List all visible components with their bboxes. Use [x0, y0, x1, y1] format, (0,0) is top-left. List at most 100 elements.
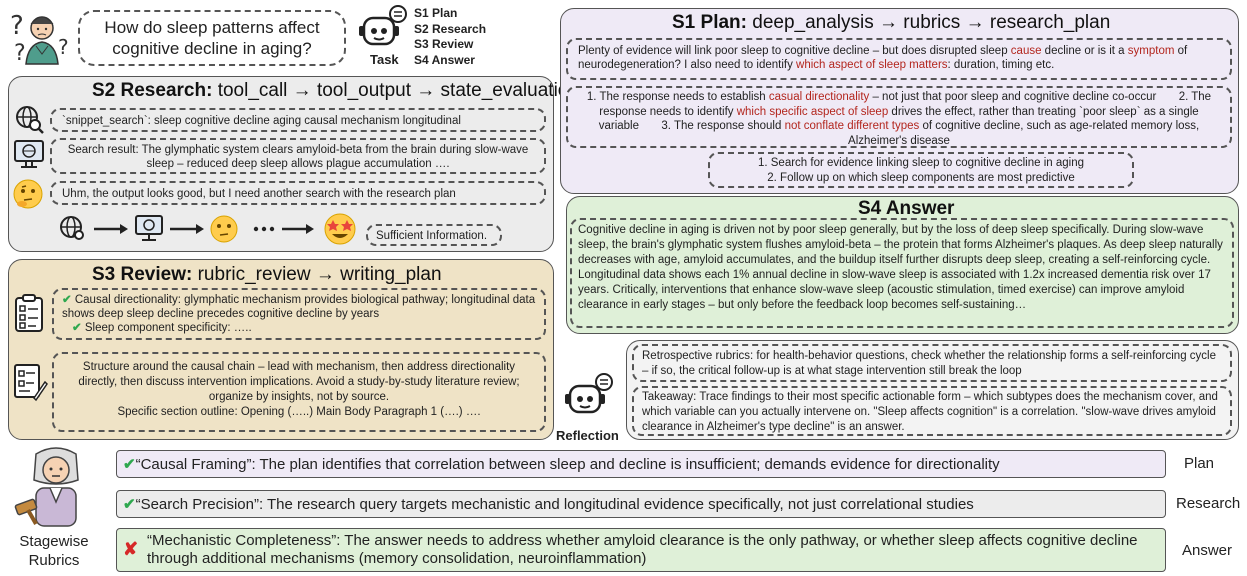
thinking-emoji-icon — [12, 178, 44, 210]
s2-research-panel — [8, 76, 554, 252]
globe-search-icon — [14, 104, 44, 134]
rubric-review-box: ✔ Causal directionality: glymphatic mech… — [52, 288, 546, 340]
stage-item: S1 Plan — [414, 6, 458, 20]
analysis-symptom: symptom — [1127, 45, 1175, 57]
state-eval-text: Uhm, the output looks good, but I need a… — [62, 188, 456, 200]
reflection-robot-icon — [562, 372, 614, 420]
state-eval-box: Uhm, the output looks good, but I need a… — [50, 181, 546, 205]
answer-box: Cognitive decline in aging is driven not… — [570, 218, 1234, 328]
arrow-right-icon — [94, 224, 128, 234]
tool-output-text: Search result: The glymphatic system cle… — [67, 144, 529, 170]
plan-step-2: 2. Follow up on which sleep components a… — [767, 172, 1075, 184]
takeaway-box: Takeaway: Trace findings to their most s… — [632, 386, 1232, 436]
reflection-label: Reflection — [556, 428, 619, 443]
research-loop-flow — [56, 212, 366, 246]
review-item-2: ✔ Sleep component specificity: ….. — [62, 321, 536, 335]
s4-heading: S4 Answer — [858, 198, 955, 219]
rubric-1: 1. The response needs to establish casua… — [587, 91, 1156, 103]
svg-text:?: ? — [10, 11, 24, 41]
tool-call-text: `snippet_search`: sleep cognitive declin… — [62, 115, 461, 127]
reflection-panel — [626, 340, 1239, 440]
s2-heading: S2 Research: — [92, 80, 213, 101]
analysis-which: which aspect of sleep matters — [796, 59, 948, 71]
checkmark-icon: ✔ — [123, 496, 136, 513]
writing-plan-box: Structure around the causal chain – lead… — [52, 352, 546, 432]
checklist-clipboard-icon — [12, 294, 46, 334]
s3-title: S3 Review: rubric_review → writing_plan — [92, 264, 442, 286]
svg-text:?: ? — [58, 35, 69, 59]
arrow-right-icon — [170, 224, 204, 234]
rubric-research-text: “Search Precision”: The research query t… — [135, 496, 974, 513]
loop-globe-search-icon — [60, 216, 84, 240]
stage-item: S4 Answer — [414, 52, 475, 67]
tool-output-box: Search result: The glymphatic system cle… — [50, 138, 546, 174]
writing-plan-icon — [12, 362, 48, 402]
checkmark-icon: ✔ — [62, 294, 72, 306]
s2-pipeline: tool_call → tool_output → state_evaluati… — [217, 80, 579, 101]
analysis-part-d: : duration, timing etc. — [947, 59, 1055, 71]
rubric-row-research: ✔“Search Precision”: The research query … — [116, 490, 1166, 518]
sufficient-info-box: Sufficient Information. — [366, 224, 502, 246]
writing-plan-text: Structure around the causal chain – lead… — [78, 361, 520, 403]
arrow-right-icon — [282, 224, 314, 234]
analysis-part-a: Plenty of evidence will link poor sleep … — [578, 45, 1011, 57]
robot-icon — [356, 4, 408, 52]
task-question: How do sleep patterns affect cognitive d… — [78, 10, 346, 66]
confused-person-icon: ? ? ? — [8, 4, 72, 66]
review-item-1-text: Causal directionality: glymphatic mechan… — [62, 294, 536, 320]
star-eyes-emoji-icon — [324, 213, 356, 245]
rubric-stage-research: Research — [1176, 495, 1241, 512]
analysis-part-c: of neurodegeneration? I also need to ide… — [578, 45, 1188, 71]
s1-pipeline: deep_analysis → rubrics → research_plan — [752, 12, 1111, 33]
rubric-2-a: 2. The response needs to identify — [599, 91, 1212, 118]
rubrics-label-line-1: Stagewise — [19, 533, 89, 550]
rubric-2-b: drives the effect, rather than treating … — [598, 105, 1199, 133]
rubric-1-a: 1. The response needs to establish — [586, 91, 769, 103]
retrospective-box: Retrospective rubrics: for health-behavi… — [632, 344, 1232, 382]
rubric-row-plan: ✔“Causal Framing”: The plan identifies t… — [116, 450, 1166, 478]
stage-item: S2 Research — [414, 21, 487, 36]
review-item-1: ✔ Causal directionality: glymphatic mech… — [62, 293, 536, 321]
cross-icon: ✘ — [123, 539, 139, 559]
rubric-stage-plan: Plan — [1184, 455, 1215, 472]
rubric-1-key: casual directionality — [768, 91, 870, 103]
answer-text: Cognitive decline in aging is driven not… — [578, 224, 1223, 311]
section-outline-text: Specific section outline: Opening (…..) … — [117, 406, 481, 418]
judge-icon — [14, 444, 98, 528]
rubric-row-answer: ✘ “Mechanistic Completeness”: The answer… — [116, 528, 1166, 572]
retrospective-text: Retrospective rubrics: for health-behavi… — [642, 350, 1216, 377]
stage-list: S1 Plan S2 Research S3 Review S4 Answer — [414, 6, 486, 68]
sufficient-info-text: Sufficient Information. — [376, 230, 488, 242]
rubric-1-b: – not just that poor sleep and cognitive… — [869, 91, 1157, 103]
checkmark-icon: ✔ — [72, 322, 82, 334]
plan-step-1: 1. Search for evidence linking sleep to … — [757, 157, 1085, 169]
analysis-part-b: decline or is it a — [1041, 45, 1128, 57]
s1-heading: S1 Plan: — [672, 12, 747, 33]
rubrics-label-line-2: Rubrics — [28, 552, 80, 569]
s3-pipeline: rubric_review → writing_plan — [197, 264, 442, 285]
rubrics-box: 1. The response needs to establish casua… — [566, 86, 1232, 148]
tool-call-box: `snippet_search`: sleep cognitive declin… — [50, 108, 546, 132]
analysis-cause: cause — [1010, 45, 1042, 57]
s2-title: S2 Research: tool_call → tool_output → s… — [92, 80, 579, 102]
stagewise-rubrics-label: Stagewise Rubrics — [6, 532, 102, 570]
research-plan-box: 1. Search for evidence linking sleep to … — [708, 152, 1134, 188]
loop-thinking-emoji-icon — [210, 215, 238, 243]
loop-browser-monitor-icon — [135, 215, 163, 241]
s1-title: S1 Plan: deep_analysis → rubrics → resea… — [672, 12, 1110, 34]
stage-item: S3 Review — [414, 37, 474, 51]
task-question-text: How do sleep patterns affect cognitive d… — [104, 18, 320, 58]
s3-heading: S3 Review: — [92, 264, 193, 285]
rubric-3-b: of cognitive decline, such as age-relate… — [848, 120, 1200, 147]
rubric-answer-text: “Mechanistic Completeness”: The answer n… — [147, 532, 1138, 567]
rubric-3-key: not conflate different types — [784, 120, 920, 132]
browser-monitor-icon — [12, 138, 46, 172]
rubric-3: 3. The response should not conflate diff… — [661, 120, 1199, 147]
ellipsis-icon — [253, 226, 275, 232]
rubric-plan-text: “Causal Framing”: The plan identifies th… — [135, 456, 1000, 473]
rubric-2: 2. The response needs to identify which … — [599, 91, 1211, 132]
rubric-stage-answer: Answer — [1182, 542, 1233, 559]
checkmark-icon: ✔ — [123, 456, 136, 473]
rubric-2-key: which specific aspect of sleep — [736, 105, 889, 118]
rubric-3-a: 3. The response should — [661, 120, 785, 132]
